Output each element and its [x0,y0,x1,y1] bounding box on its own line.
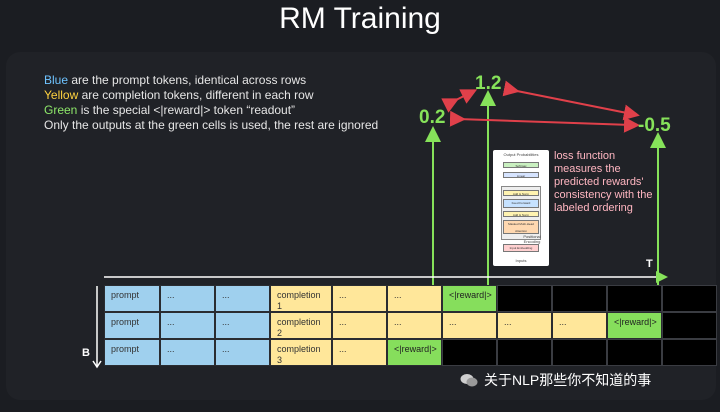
empty-cell [662,285,717,312]
prompt-token-cell: ... [160,339,215,366]
tf-addnorm-1: Add & Norm [503,190,539,196]
tf-linear: Linear [503,172,539,178]
legend-line-green: Green is the special <|reward|> token “r… [44,103,378,118]
batch-axis-head [92,360,102,369]
completion-token-cell: ... [552,312,607,339]
batch-axis-label: B [82,347,90,359]
reward-token-cell: <|reward|> [607,312,662,339]
prompt-token-cell: prompt [104,312,160,339]
completion-token-cell: ... [387,285,442,312]
completion-token-cell: ... [442,312,497,339]
tf-addnorm-2: Add & Norm [503,211,539,217]
legend-line-yellow: Yellow are completion tokens, different … [44,88,378,103]
score-left: 0.2 [419,107,446,128]
legend-line-blue: Blue are the prompt tokens, identical ac… [44,73,378,88]
prompt-token-cell: ... [215,285,270,312]
watermark-text: 关于NLP那些你不知道的事 [484,372,652,388]
compare-arrow-1 [441,89,478,113]
legend-yellow-word: Yellow [44,88,79,102]
prompt-token-cell: ... [215,312,270,339]
empty-cell [607,285,662,312]
empty-cell [497,339,552,366]
transformer-figure: Output Probabilities Softmax Linear Add … [493,150,549,266]
reward-token-cell: <|reward|> [442,285,497,312]
prompt-token-cell: ... [160,285,215,312]
tf-feedforward: Feed Forward [503,199,539,208]
legend-green-word: Green [44,103,78,117]
loss-function-note: loss function measures the predicted rew… [554,150,653,214]
completion-token-cell: ... [387,312,442,339]
prompt-token-cell: ... [160,312,215,339]
tf-top-label: Output Probabilities [503,152,539,157]
completion-token-cell: ... [332,339,387,366]
compare-arrow-2 [502,80,640,121]
score-right: -0.5 [638,115,671,136]
tf-bottom-label: Inputs [515,258,527,263]
score-middle: 1.2 [475,73,502,94]
empty-cell [662,339,717,366]
empty-cell [497,285,552,312]
prompt-token-cell: prompt [104,339,160,366]
tf-attention: Masked Multi-Head Attention [503,220,539,234]
compare-arrow-3 [449,110,640,133]
legend-yellow-text: are completion tokens, different in each… [78,88,314,102]
tf-embedding: Input Embedding [503,244,539,252]
empty-cell [552,285,607,312]
legend-blue-word: Blue [44,73,69,87]
empty-cell [662,312,717,339]
legend-green-text: is the special <|reward|> token “readout… [77,103,296,117]
prompt-token-cell: ... [215,339,270,366]
legend-line-note: Only the outputs at the green cells is u… [44,118,379,132]
empty-cell [607,339,662,366]
empty-cell [442,339,497,366]
page-title: RM Training [279,2,441,35]
legend: Blue are the prompt tokens, identical ac… [44,73,378,133]
prompt-token-cell: prompt [104,285,160,312]
tf-pos-encoding: Positional Encoding [523,234,541,244]
watermark: 关于NLP那些你不知道的事 [460,370,651,390]
empty-cell [552,339,607,366]
reward-token-cell: <|reward|> [387,339,442,366]
wechat-icon [460,374,478,387]
completion-token-cell: ... [332,312,387,339]
completion-token-cell: ... [497,312,552,339]
time-axis-label: T [646,258,653,270]
completion-token-cell: ... [332,285,387,312]
tf-softmax: Softmax [503,162,539,168]
legend-blue-text: are the prompt tokens, identical across … [68,73,307,87]
